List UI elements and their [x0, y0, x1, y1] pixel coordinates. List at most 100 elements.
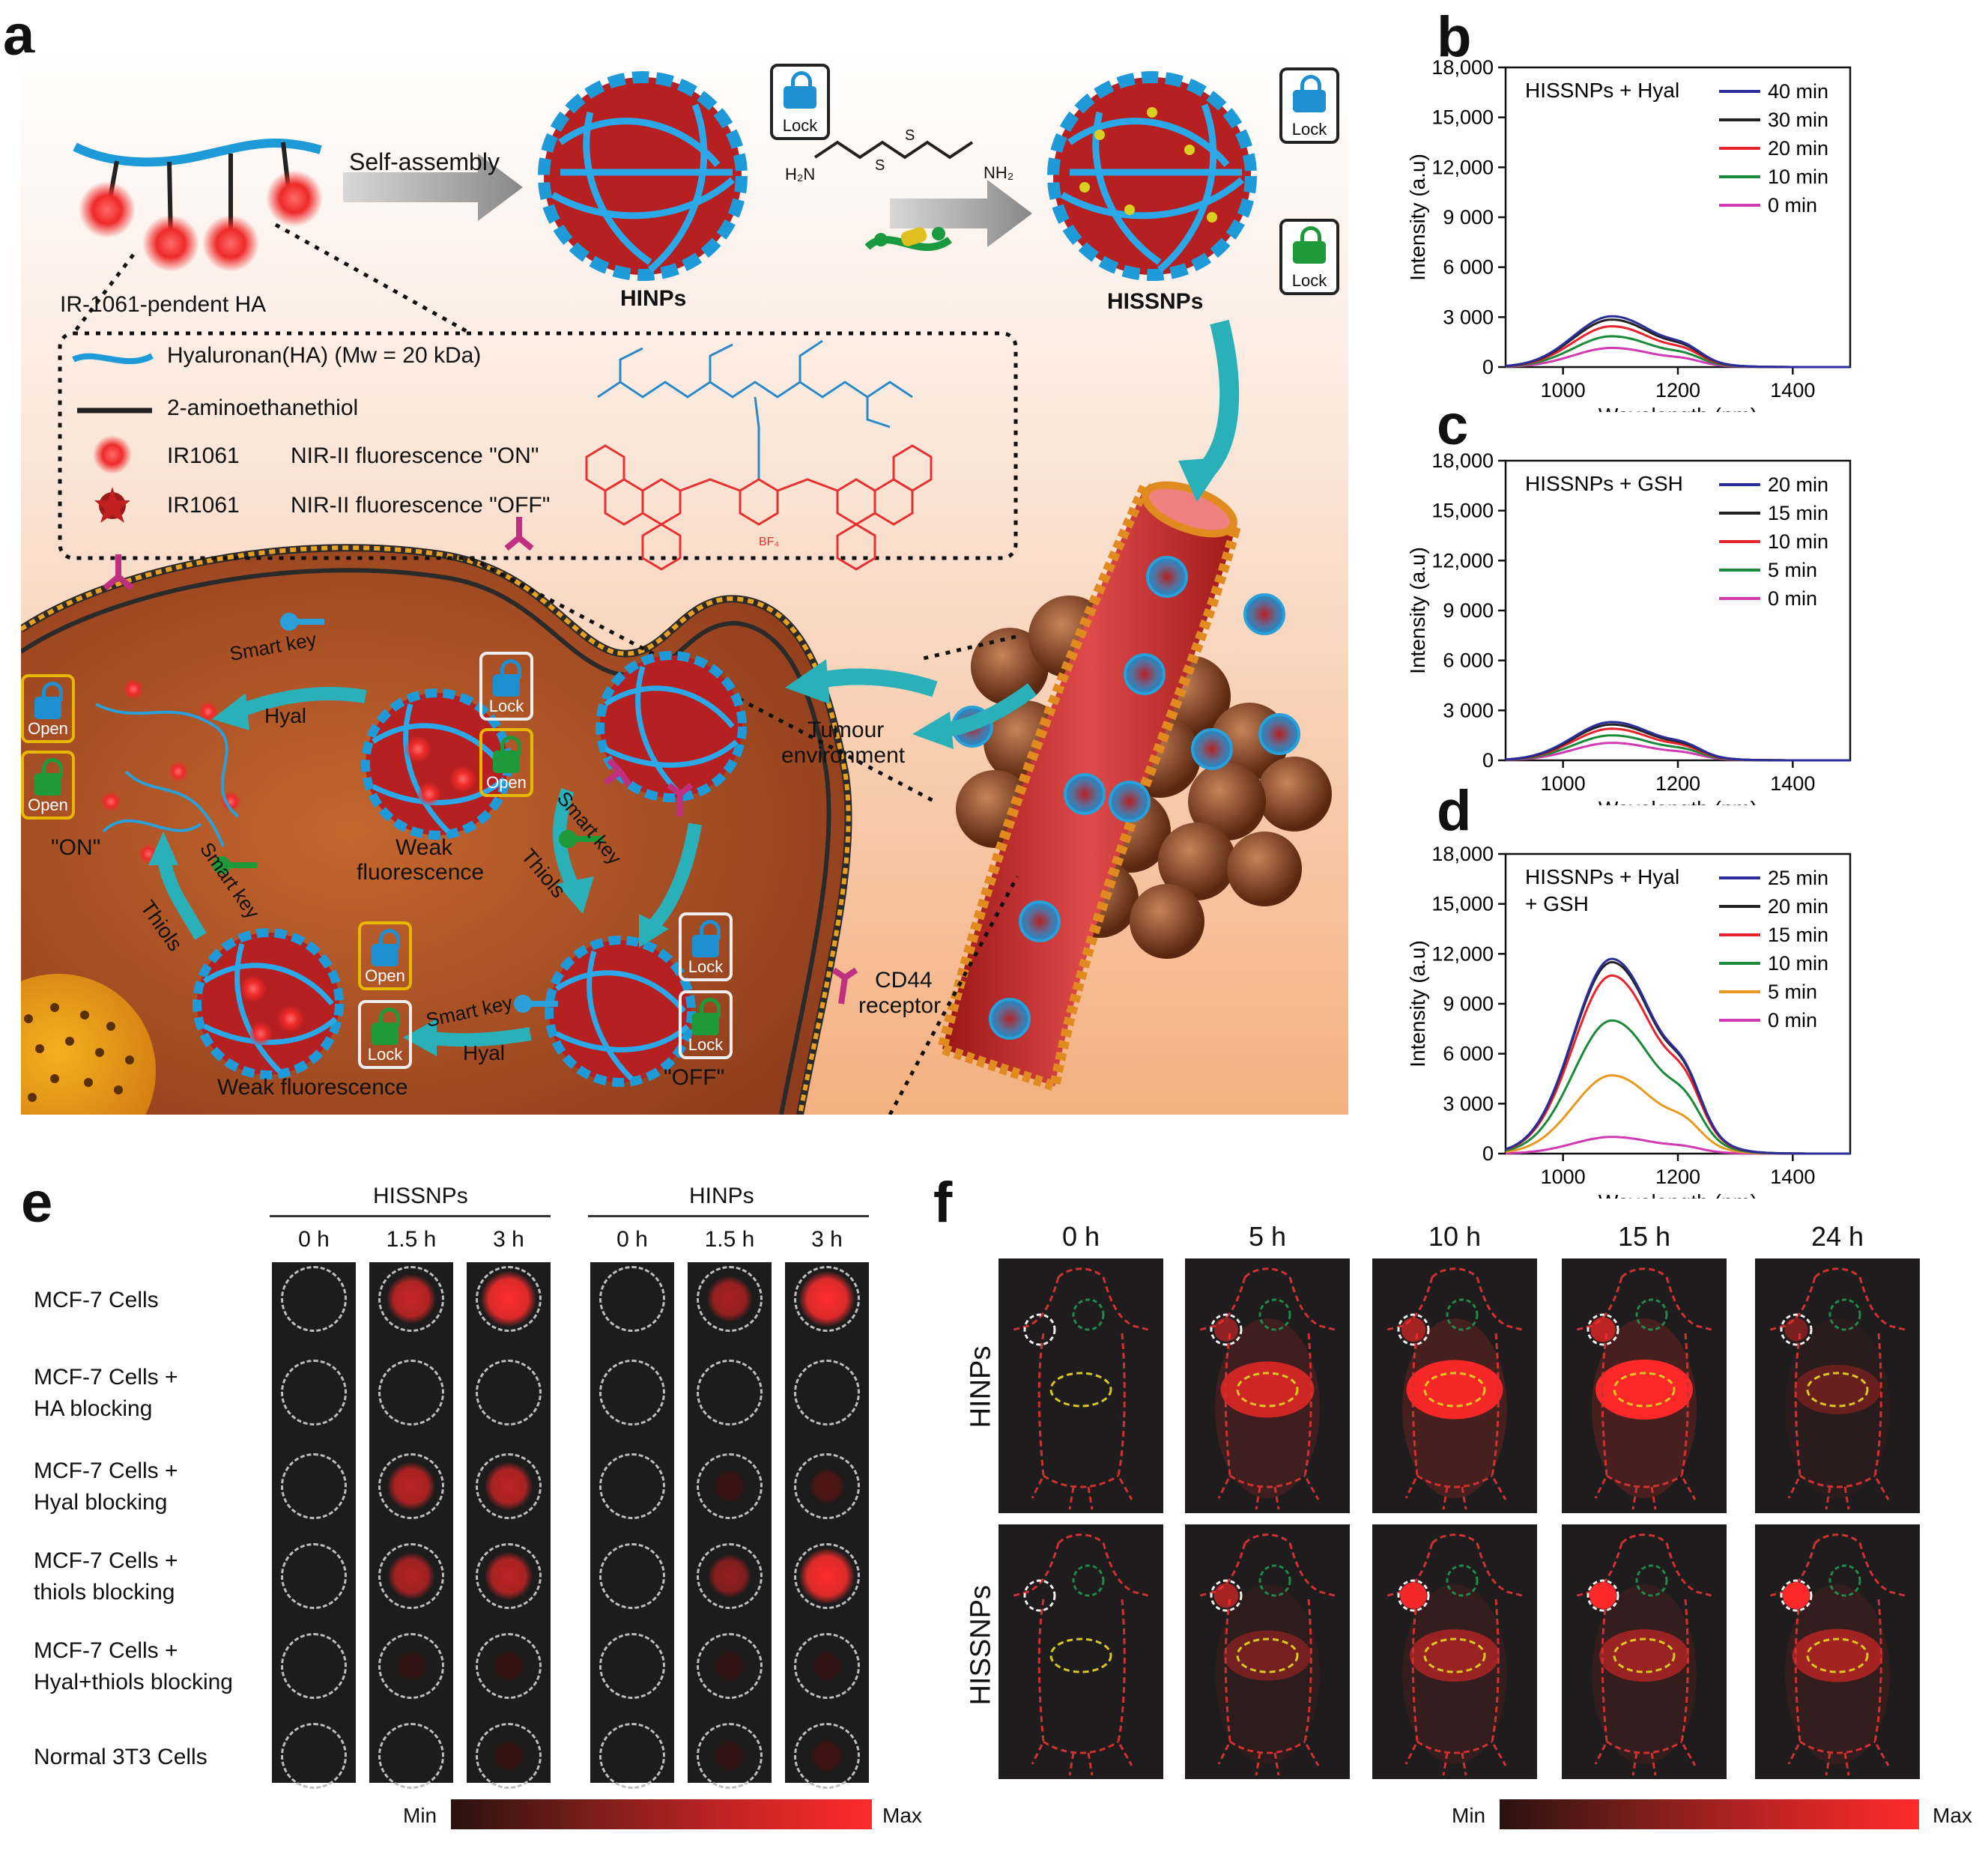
e-cell-circle: [476, 1543, 542, 1609]
tumour-signal: [1401, 1317, 1426, 1342]
e-cell-circle: [476, 1723, 542, 1789]
lock-badge-hinps: Lock: [770, 64, 830, 140]
lock-badge-hissnps-green: Lock: [1279, 219, 1339, 295]
y-tick-label: 0: [1482, 749, 1494, 772]
e-cell-circle: [378, 1266, 444, 1332]
liver-signal: [1792, 1629, 1883, 1682]
legend-label: 5 min: [1768, 559, 1817, 581]
e-cell-circle: [599, 1633, 665, 1699]
tumour-roi: [1210, 1579, 1243, 1612]
f-mouse-image: [1372, 1258, 1537, 1513]
mouse-outline: [1769, 1533, 1906, 1776]
f-mouse-image: [998, 1258, 1163, 1513]
legend-label: 0 min: [1768, 587, 1817, 610]
e-row-label-line1: MCF-7 Cells +: [34, 1458, 178, 1483]
legend-label: 40 min: [1768, 80, 1828, 103]
chart-title-line2: + GSH: [1525, 892, 1589, 915]
open-badge-cell-green-1: Open: [479, 728, 533, 797]
brain-roi: [1446, 1298, 1479, 1331]
y-axis-label: Intensity (a.u): [1406, 940, 1429, 1067]
e-cell-circle: [378, 1360, 444, 1426]
chart-title: HISSNPs + Hyal: [1525, 79, 1679, 102]
open-badge-bottom-blue: Open: [358, 921, 412, 990]
tumour-signal: [1784, 1318, 1808, 1342]
tumour-roi: [1210, 1313, 1243, 1346]
crosslinker-nh2: NH₂: [984, 163, 1014, 182]
e-cell-circle: [794, 1266, 860, 1332]
e-colorbar-min: Min: [403, 1804, 437, 1827]
f-time-label: 0 h: [1061, 1221, 1100, 1252]
f-mouse-image: [1185, 1524, 1350, 1779]
legend-label: 20 min: [1768, 895, 1828, 918]
legend-label: 30 min: [1768, 109, 1828, 131]
legend-off-text: NIR-II fluorescence "OFF": [291, 493, 551, 518]
f-row-label: HINPs: [965, 1345, 997, 1429]
y-tick-label: 3 000: [1443, 306, 1494, 328]
e-cell-circle: [476, 1266, 542, 1332]
chart-title: HISSNPs + Hyal: [1525, 865, 1679, 888]
brain-roi: [1635, 1564, 1668, 1597]
e-group-hinps: HINPs: [689, 1184, 754, 1208]
weak-fluorescence-2: fluorescence: [357, 860, 485, 885]
legend-on-text: NIR-II fluorescence "ON": [291, 443, 539, 468]
e-row-label-line1: MCF-7 Cells +: [34, 1548, 178, 1573]
e-cell-circle: [697, 1360, 763, 1426]
liver-roi: [1806, 1372, 1869, 1408]
e-row-label-line1: MCF-7 Cells: [34, 1288, 159, 1312]
f-mouse-image: [1185, 1258, 1350, 1513]
e-strip: [272, 1262, 356, 1783]
e-cell-circle: [599, 1360, 665, 1426]
e-cell-circle: [697, 1723, 763, 1789]
x-tick-label: 1200: [1655, 379, 1700, 402]
e-cell-circle: [599, 1453, 665, 1519]
legend-off-name: IR1061: [167, 493, 240, 518]
y-tick-label: 12,000: [1431, 942, 1494, 965]
e-time-label: 1.5 h: [386, 1227, 437, 1252]
x-axis-label: Wavelength (nm): [1598, 404, 1757, 412]
mouse-outline-path: [1199, 1533, 1336, 1776]
f-mouse-image: [1562, 1524, 1727, 1779]
crosslinker-s1: S: [875, 157, 885, 174]
liver-roi: [1236, 1372, 1299, 1408]
e-cell-circle: [281, 1723, 347, 1789]
e-row-label-line1: MCF-7 Cells +: [34, 1638, 178, 1663]
mouse-outline: [1199, 1267, 1336, 1510]
series-line: [1505, 721, 1850, 762]
brain-roi: [1072, 1564, 1105, 1597]
x-tick-label: 1000: [1541, 379, 1586, 402]
panel-label-f: f: [933, 1171, 953, 1235]
y-tick-label: 15,000: [1431, 893, 1494, 915]
cd44-label-1: CD44: [875, 968, 933, 993]
legend-label: 0 min: [1768, 1009, 1817, 1031]
body-glow: [1785, 1318, 1890, 1498]
e-time-label: 0 h: [616, 1227, 648, 1252]
body-glow: [1215, 1584, 1320, 1764]
lock-badge-off-green: Lock: [679, 990, 733, 1059]
mouse-outline: [1199, 1533, 1336, 1776]
legend-ha-text: Hyaluronan(HA) (Mw = 20 kDa): [167, 343, 482, 368]
e-group-hinps-line: [588, 1215, 869, 1217]
liver-roi: [1806, 1638, 1869, 1673]
crosslinker-s2: S: [905, 127, 915, 144]
f-mouse-image: [1562, 1258, 1727, 1513]
lock-badge-off-blue: Lock: [679, 912, 733, 981]
tumour-roi: [1023, 1313, 1056, 1346]
e-time-label: 3 h: [811, 1227, 843, 1252]
y-tick-label: 6 000: [1443, 649, 1494, 672]
mouse-outline-path: [1576, 1533, 1712, 1776]
x-axis-label: Wavelength (nm): [1598, 1190, 1757, 1199]
hyal-label-1: Hyal: [264, 704, 307, 727]
e-row-label-line2: HA blocking: [34, 1396, 153, 1421]
e-group-hissnps: HISSNPs: [373, 1184, 468, 1208]
e-strip: [688, 1262, 772, 1783]
legend-label: 15 min: [1768, 502, 1828, 524]
open-badge-on-blue: Open: [21, 674, 75, 743]
brain-roi: [1446, 1564, 1479, 1597]
x-tick-label: 1000: [1541, 772, 1586, 795]
tumour-signal: [1783, 1582, 1810, 1609]
liver-roi: [1049, 1372, 1112, 1408]
y-tick-label: 15,000: [1431, 500, 1494, 522]
tumour-signal: [1590, 1582, 1616, 1609]
liver-signal: [1223, 1630, 1312, 1681]
